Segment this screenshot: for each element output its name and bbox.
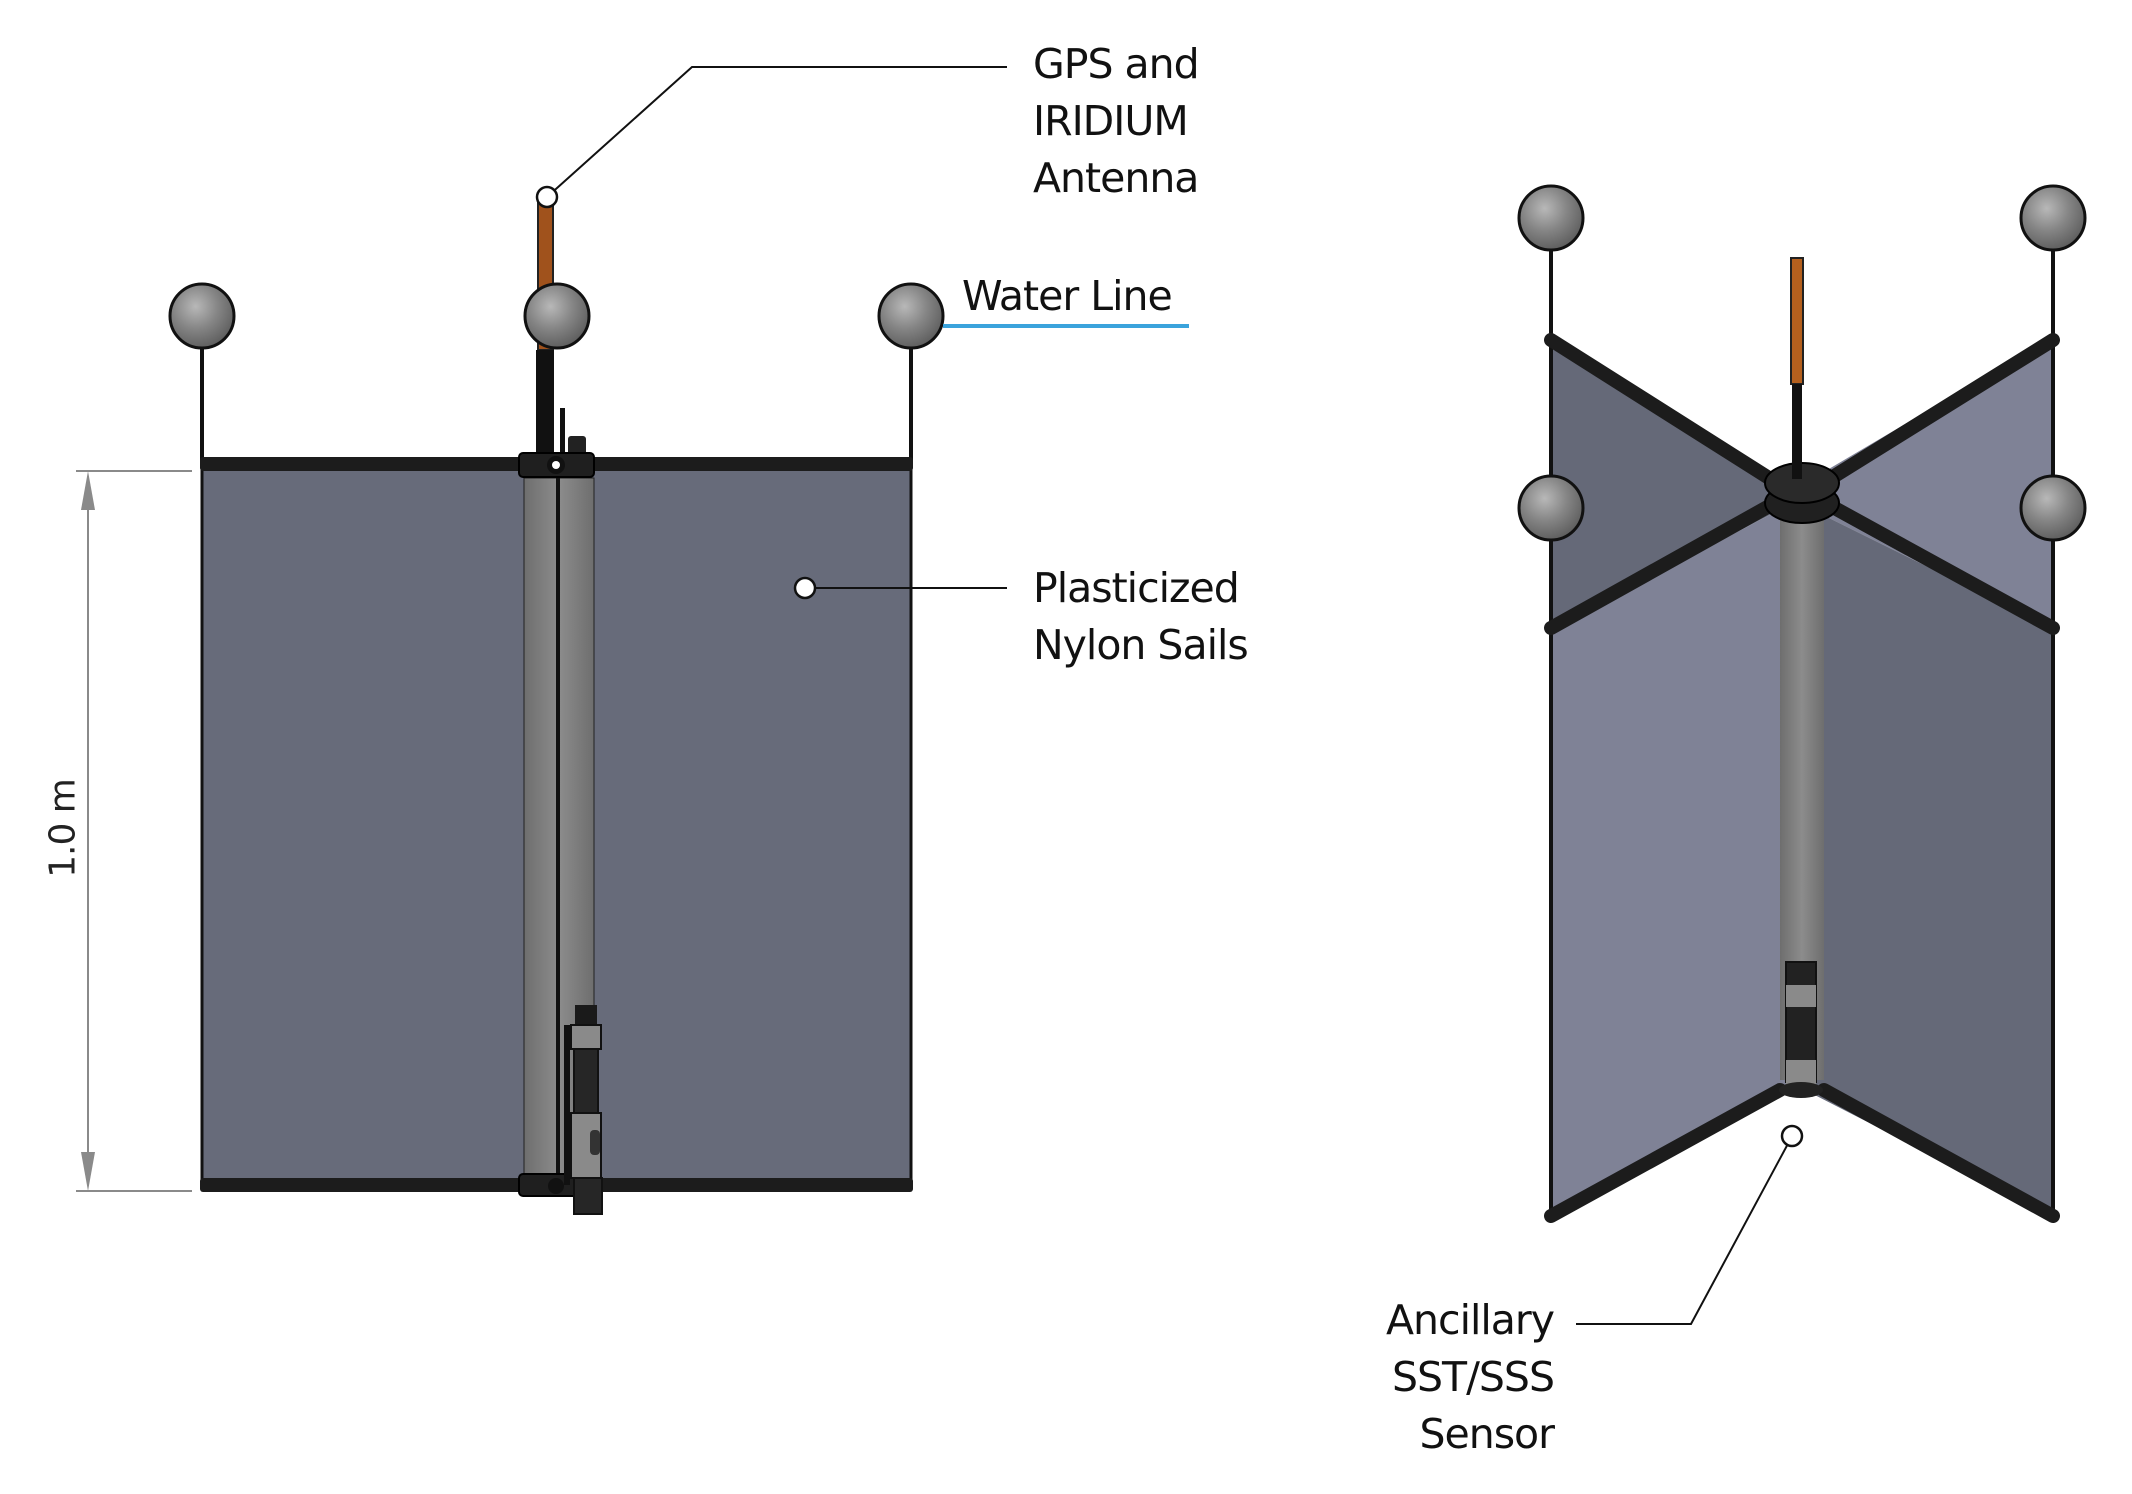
sensor-label-line: Ancillary: [1386, 1296, 1555, 1344]
float-ball: [877, 282, 945, 350]
sails-label-line: Nylon Sails: [1033, 621, 1249, 669]
float-ball: [523, 282, 591, 350]
sensor-label-line: Sensor: [1419, 1410, 1555, 1458]
sails-callout-dot: [793, 576, 817, 600]
antenna-label: GPS and IRIDIUM Antenna: [1033, 36, 1200, 207]
antenna-callout-dot: [535, 185, 559, 209]
sensor-label: Ancillary SST/SSS Sensor: [1260, 1292, 1555, 1463]
cross-arms: [1544, 333, 2060, 1223]
front-view: [76, 66, 1189, 1215]
sail-front-right: [1805, 506, 2053, 1217]
dimension-marker: [76, 470, 192, 1192]
float-ball: [2019, 474, 2087, 542]
sail-front-left: [1551, 506, 1787, 1217]
sensor-leader-line: [1576, 1139, 1791, 1325]
dimension-label: 1.0 m: [42, 779, 84, 878]
antenna-base: [536, 350, 554, 460]
float-ball: [168, 282, 236, 350]
antenna-label-line: IRIDIUM: [1033, 97, 1189, 145]
antenna-leader-line: [546, 66, 1007, 198]
water-line-label: Water Line: [962, 272, 1173, 320]
sails-label-line: Plasticized: [1033, 564, 1240, 612]
sensor-callout-dot: [1780, 1124, 1804, 1148]
sst-sss-sensor-front: [564, 1005, 603, 1215]
antenna-rod: [1790, 257, 1804, 385]
antenna-label-line: GPS and: [1033, 40, 1200, 88]
float-ball: [1517, 184, 1585, 252]
sail-back-right: [1805, 337, 2053, 629]
sails-label: Plasticized Nylon Sails: [1033, 560, 1249, 674]
sst-sss-sensor-perspective: [1779, 961, 1823, 1098]
float-ball: [1517, 474, 1585, 542]
sensor-label-line: SST/SSS: [1392, 1353, 1555, 1401]
perspective-view: [1517, 184, 2087, 1325]
antenna-cable: [560, 408, 565, 460]
float-ball: [2019, 184, 2087, 252]
sail-back-left: [1551, 337, 1787, 629]
antenna-label-line: Antenna: [1033, 154, 1199, 202]
